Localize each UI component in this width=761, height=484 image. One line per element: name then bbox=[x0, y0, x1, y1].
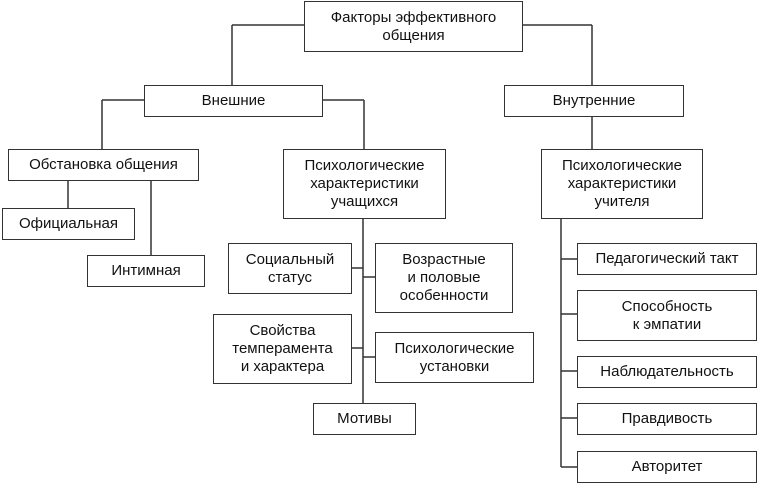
social-status-node: Социальный статус bbox=[228, 243, 352, 294]
teacher-node: Психологические характеристики учителя bbox=[541, 149, 703, 219]
tact-node: Педагогический такт bbox=[577, 243, 757, 275]
authority-node: Авторитет bbox=[577, 451, 757, 483]
root-node: Факторы эффективного общения bbox=[304, 1, 523, 52]
age-gender-node: Возрастные и половые особенности bbox=[375, 243, 513, 313]
empathy-node: Способность к эмпатии bbox=[577, 290, 757, 341]
temperament-node: Свойства темперамента и характера bbox=[213, 314, 352, 384]
attitudes-node: Психологические установки bbox=[375, 332, 534, 383]
truthfulness-node: Правдивость bbox=[577, 403, 757, 435]
intimate-node: Интимная bbox=[87, 255, 205, 287]
external-node: Внешние bbox=[144, 85, 323, 117]
official-node: Официальная bbox=[2, 208, 135, 240]
motives-node: Мотивы bbox=[313, 403, 416, 435]
setting-node: Обстановка общения bbox=[8, 149, 199, 181]
internal-node: Внутренние bbox=[504, 85, 684, 117]
observation-node: Наблюдательность bbox=[577, 356, 757, 388]
students-node: Психологические характеристики учащихся bbox=[283, 149, 446, 219]
